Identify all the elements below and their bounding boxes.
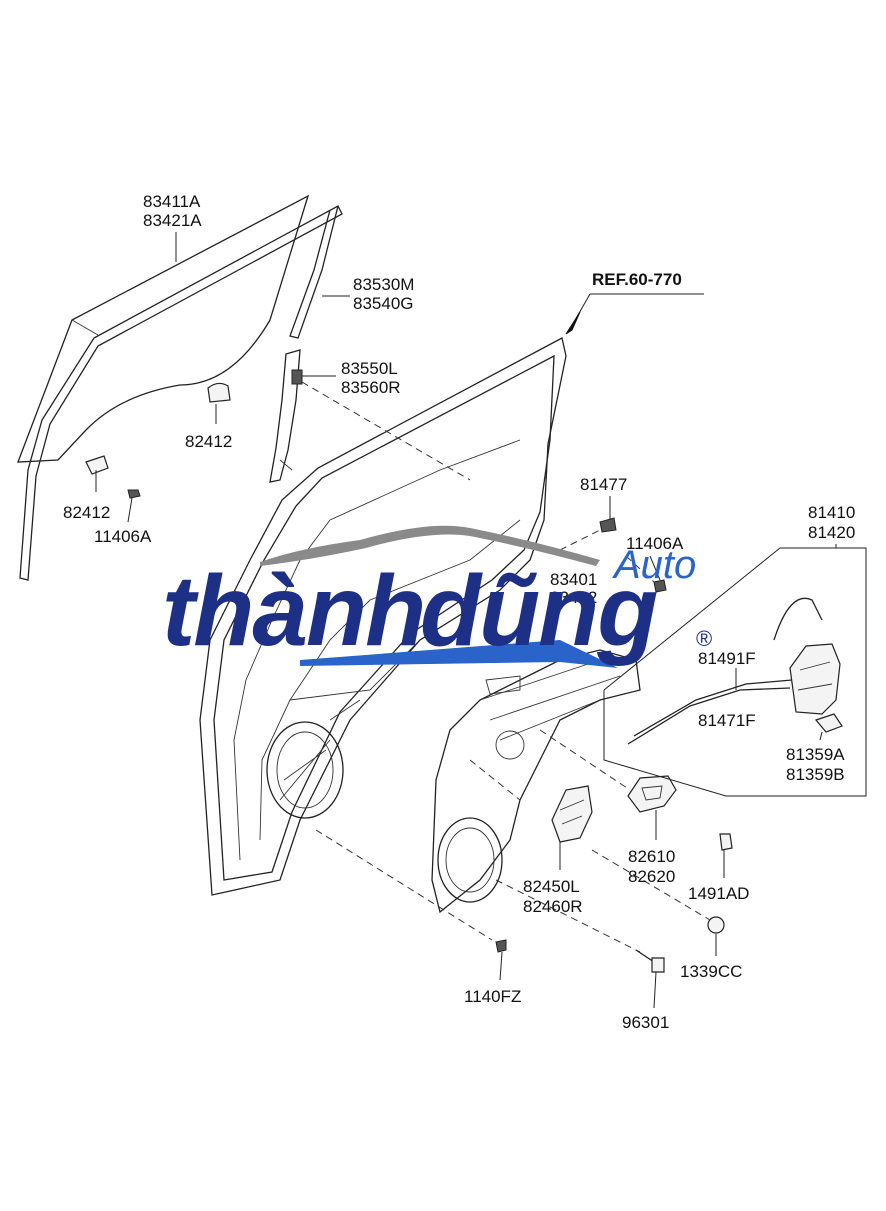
door-latch [789, 643, 843, 733]
label-83401: 83401 [550, 570, 597, 589]
watermark-word-left: thành [162, 555, 424, 667]
label-83560r: 83560R [341, 378, 401, 397]
label-83411a: 83411A [143, 192, 201, 211]
label-ref-60-770: REF.60-770 [592, 270, 682, 289]
label-83402: 83402 [550, 588, 597, 607]
label-81477: 81477 [580, 475, 627, 494]
glass-clip-lower [85, 455, 109, 475]
latch-cables [627, 597, 823, 745]
label-1491ad: 1491AD [688, 884, 749, 903]
inside-handle [627, 775, 677, 813]
label-82620: 82620 [628, 867, 675, 886]
label-11406a-right: 11406A [626, 534, 684, 553]
nut-1339cc [707, 916, 725, 934]
leader-lines [95, 232, 837, 1009]
label-82450l: 82450L [523, 877, 580, 896]
watermark-auto: Auto [612, 543, 696, 587]
glass-clip-upper [207, 382, 231, 403]
bolt-left [127, 489, 141, 499]
latch-assembly-box [603, 547, 867, 797]
bolt-81477 [599, 517, 617, 533]
label-81359b: 81359B [786, 765, 845, 784]
window-regulator-panel [431, 649, 641, 914]
label-81491f: 81491F [698, 649, 756, 668]
label-11406a-left: 11406A [94, 527, 152, 546]
screw-1140fz [495, 939, 507, 953]
label-83550l: 83550L [341, 359, 398, 378]
rear-channel [269, 349, 303, 483]
clip-1491ad [719, 833, 733, 851]
label-81420: 81420 [808, 523, 855, 542]
speaker-bolt-96301 [635, 949, 665, 973]
label-82412-lower: 82412 [63, 503, 110, 522]
label-81410: 81410 [808, 503, 855, 522]
window-motor [551, 785, 593, 843]
label-81359a: 81359A [786, 745, 845, 764]
label-82412-upper: 82412 [185, 432, 232, 451]
label-81471f: 81471F [698, 711, 756, 730]
watermark-logo: thành dũng Auto ® [162, 525, 712, 668]
label-83540g: 83540G [353, 294, 414, 313]
label-1140fz: 1140FZ [464, 987, 521, 1006]
door-frame [199, 337, 567, 896]
watermark-registered: ® [696, 626, 712, 651]
label-83421a: 83421A [143, 211, 202, 230]
alignment-lines [301, 381, 711, 953]
label-82610: 82610 [628, 847, 675, 866]
label-82460r: 82460R [523, 897, 583, 916]
bolt-right [653, 579, 667, 593]
watermark-word-right: dũng [420, 555, 657, 667]
part-labels: 83411A 83421A 83530M 83540G 83550L 83560… [63, 192, 855, 1032]
label-83530m: 83530M [353, 275, 414, 294]
door-glass [17, 194, 310, 463]
label-1339cc: 1339CC [680, 962, 742, 981]
glass-run-channel [19, 205, 343, 581]
label-96301: 96301 [622, 1013, 669, 1032]
